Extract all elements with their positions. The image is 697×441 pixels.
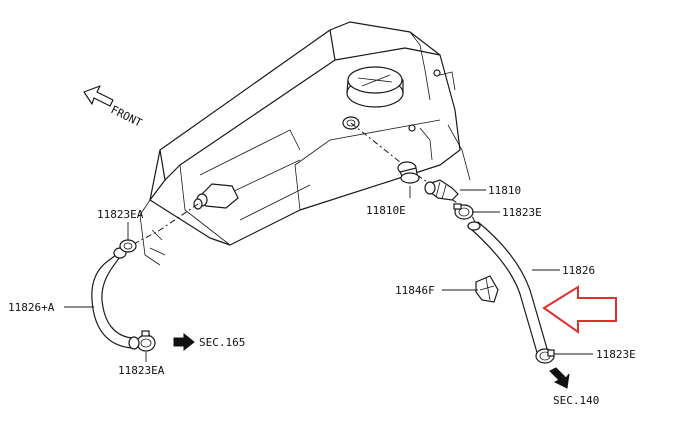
hose-clamp-upper-part	[453, 203, 474, 220]
sec140-arrow-icon	[549, 367, 570, 389]
rocker-cover	[139, 21, 471, 266]
leader-lines	[64, 186, 593, 362]
centerline-breather	[129, 203, 199, 247]
hose-clamp-ea-upper-part	[119, 239, 137, 253]
callout-11823ea-upper: 11823EA	[97, 208, 144, 221]
clip-11846f-part	[475, 275, 499, 303]
callout-11826: 11826	[562, 264, 595, 277]
callout-11823e-upper: 11823E	[502, 206, 542, 219]
hose-11826a-part	[91, 247, 133, 349]
front-label: FRONT	[109, 103, 145, 130]
pcv-valve-part	[424, 179, 459, 201]
section-ref-165: SEC.165	[199, 336, 245, 349]
callout-11810: 11810	[488, 184, 521, 197]
callout-11826a: 11826+A	[8, 301, 55, 314]
callout-11823e-lower: 11823E	[596, 348, 636, 361]
hose-clamp-lower-part	[535, 348, 555, 364]
hose-clamp-ea-lower-part	[128, 330, 156, 352]
pcv-grommet-part	[397, 161, 420, 184]
callout-11846f: 11846F	[395, 284, 435, 297]
sec165-arrow-icon	[173, 332, 195, 352]
section-ref-140: SEC.140	[553, 394, 599, 407]
callout-11823ea-lower: 11823EA	[118, 364, 165, 377]
front-arrow-icon	[83, 85, 114, 107]
callout-11810e: 11810E	[366, 204, 406, 217]
highlight-arrow-icon	[542, 285, 617, 334]
